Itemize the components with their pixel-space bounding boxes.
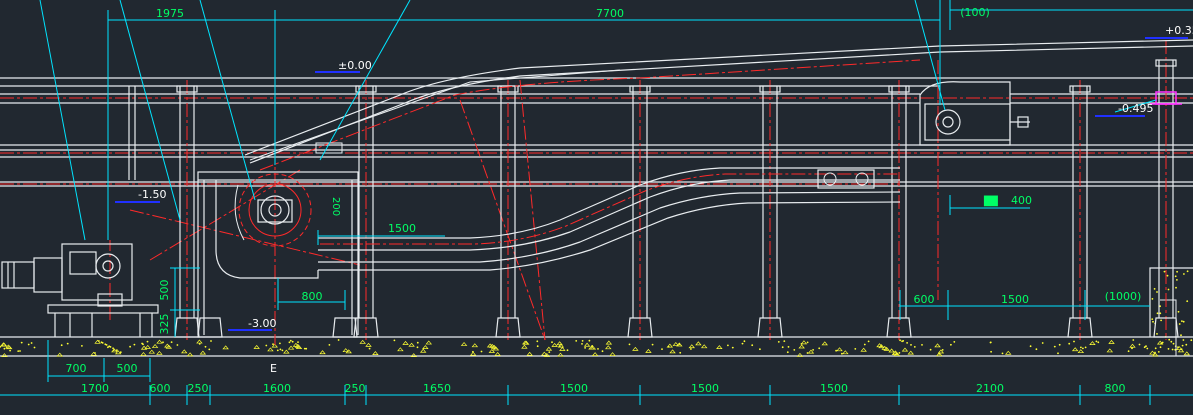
dim-bottom-1: 600: [150, 382, 171, 395]
dim-1500-chain: 1500: [388, 222, 416, 235]
level-minus-0495: -0.495: [1118, 102, 1153, 115]
dim-bottom-10: 800: [1105, 382, 1126, 395]
dim-top-7700: 7700: [596, 7, 624, 20]
dim-bottom-6: 1500: [560, 382, 588, 395]
dim-bottom-0: 1700: [81, 382, 109, 395]
dim-1500-right: 1500: [1001, 293, 1029, 306]
dim-400-prefix: ██: [983, 195, 999, 207]
dim-400: 400: [1011, 194, 1032, 207]
dim-bottom-4: 250: [345, 382, 366, 395]
level-minus-150: -1.50: [138, 188, 166, 201]
dim-200: 200: [330, 197, 341, 216]
dim-bottom-3: 1600: [263, 382, 291, 395]
dim-600: 600: [914, 293, 935, 306]
dim-500: 500: [158, 280, 171, 301]
dim-bottom-7: 1500: [691, 382, 719, 395]
dim-low-700: 700: [66, 362, 87, 375]
dim-low-500: 500: [117, 362, 138, 375]
dim-bottom-5: 1650: [423, 382, 451, 395]
dim-bottom-8: 1500: [820, 382, 848, 395]
dim-800: 800: [302, 290, 323, 303]
dim-bottom-9: 2100: [976, 382, 1004, 395]
dim-1000: (1000): [1105, 290, 1142, 303]
dim-bottom-2: 250: [188, 382, 209, 395]
dim-top-1975: 1975: [156, 7, 184, 20]
dim-325: 325: [158, 314, 171, 335]
dim-top-100: (100): [960, 6, 990, 19]
section-marker-e: E: [270, 362, 277, 375]
level-plus-035: +0.35: [1165, 24, 1193, 37]
level-minus-300: -3.00: [248, 317, 276, 330]
level-zero: ±0.00: [338, 59, 372, 72]
